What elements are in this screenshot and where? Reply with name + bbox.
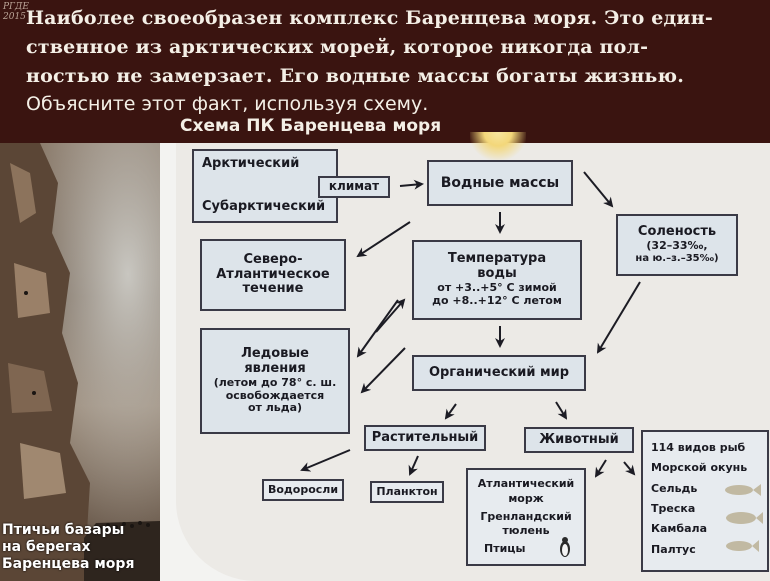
birds-caption-line-3: Баренцева моря (2, 556, 135, 572)
cliff-rocks-icon (0, 143, 160, 581)
slide-caption: Наиболее своеобразен комплекс Баренцева … (26, 4, 746, 117)
fish-item: Треска (651, 502, 696, 516)
salinity-value: (32–33‰, (646, 239, 708, 253)
salinity-sw: на ю.–з.–35‰) (635, 253, 719, 265)
fish-item: Камбала (651, 522, 707, 536)
ice-line-5: от льда) (247, 401, 303, 415)
climate-subarctic: Субарктический (202, 199, 326, 215)
watermark: РГДЕ 2015 (3, 2, 29, 22)
organic-world-box: Органический мир (412, 355, 586, 391)
animal-life-box: Животный (524, 427, 634, 453)
climate-arctic: Арктический (202, 156, 300, 171)
temperature-line-1: Температура (447, 251, 547, 267)
current-line-3: течение (242, 281, 304, 297)
current-line-2: Атлантическое (216, 266, 330, 282)
fish-item: Палтус (651, 542, 696, 556)
mammals-line-3: Гренландский (480, 509, 572, 523)
algae-label: Водоросли (267, 482, 339, 496)
current-line-1: Северо- (243, 251, 303, 267)
birds-caption-line-2: на берегах (2, 539, 91, 555)
mammals-line-1: Атлантический (477, 477, 575, 491)
plant-life-box: Растительный (364, 425, 486, 451)
fish-icon (725, 484, 763, 552)
climate-label-box: климат (318, 176, 390, 198)
climate-box: Арктический Субарктический (192, 149, 338, 223)
caption-line-3: ностью не замерзает. Его водные массы бо… (26, 65, 685, 87)
water-masses-label: Водные массы (440, 174, 560, 191)
water-masses-box: Водные массы (427, 160, 573, 206)
plankton-label: Планктон (376, 484, 438, 498)
animal-life-label: Животный (539, 431, 619, 447)
fish-item: Сельдь (651, 481, 698, 495)
fish-species-box: 114 видов рыб Морской окунь Сельдь Треск… (641, 430, 769, 572)
plant-life-label: Растительный (371, 429, 479, 445)
water-temperature-box: Температура воды от +3..+5° С зимой до +… (412, 240, 582, 320)
ice-line-3: (летом до 78° с. ш. (213, 375, 337, 389)
watermark-line-2: 2015 (3, 12, 26, 22)
salinity-title: Соленость (637, 224, 717, 240)
climate-label: климат (328, 179, 380, 194)
fish-title: 114 видов рыб (651, 441, 746, 454)
bird-icon (560, 537, 570, 557)
mammals-line-2: морж (508, 491, 544, 505)
algae-box: Водоросли (262, 479, 344, 501)
watermark-line-1: РГДЕ (3, 2, 29, 12)
caption-line-2: ственное из арктических морей, которое н… (26, 36, 649, 58)
plankton-box: Планктон (370, 481, 444, 503)
caption-line-1: Наиболее своеобразен комплекс Баренцева … (26, 7, 713, 29)
ice-line-2: явления (244, 361, 306, 377)
sun-icon (470, 132, 526, 160)
organic-world-label: Органический мир (428, 364, 570, 380)
ice-line-1: Ледовые (241, 346, 309, 362)
temperature-line-2: воды (477, 266, 517, 282)
ice-line-4: освобождается (225, 388, 325, 402)
temperature-line-3: от +3..+5° С зимой (437, 281, 557, 295)
salinity-box: Соленость (32–33‰, на ю.–з.–35‰) (616, 214, 738, 276)
temperature-line-4: до +8..+12° С летом (432, 293, 562, 307)
marine-mammals-box: Атлантический морж Гренландский тюлень П… (466, 468, 586, 566)
fish-item: Морской окунь (651, 461, 748, 475)
caption-question: Объясните этот факт, используя схему. (26, 93, 429, 115)
birds-caption-line-1: Птичьи базары (2, 522, 125, 538)
ice-phenomena-box: Ледовые явления (летом до 78° с. ш. осво… (200, 328, 350, 434)
mammals-line-4: тюлень (502, 524, 550, 538)
bird-cliff-photo (0, 143, 160, 581)
birds-caption: Птичьи базары на берегах Баренцева моря (2, 522, 134, 573)
schema-title: Схема ПК Баренцева моря (180, 116, 442, 136)
north-atlantic-current-box: Северо- Атлантическое течение (200, 239, 346, 311)
mammals-line-5: Птицы (484, 542, 526, 556)
